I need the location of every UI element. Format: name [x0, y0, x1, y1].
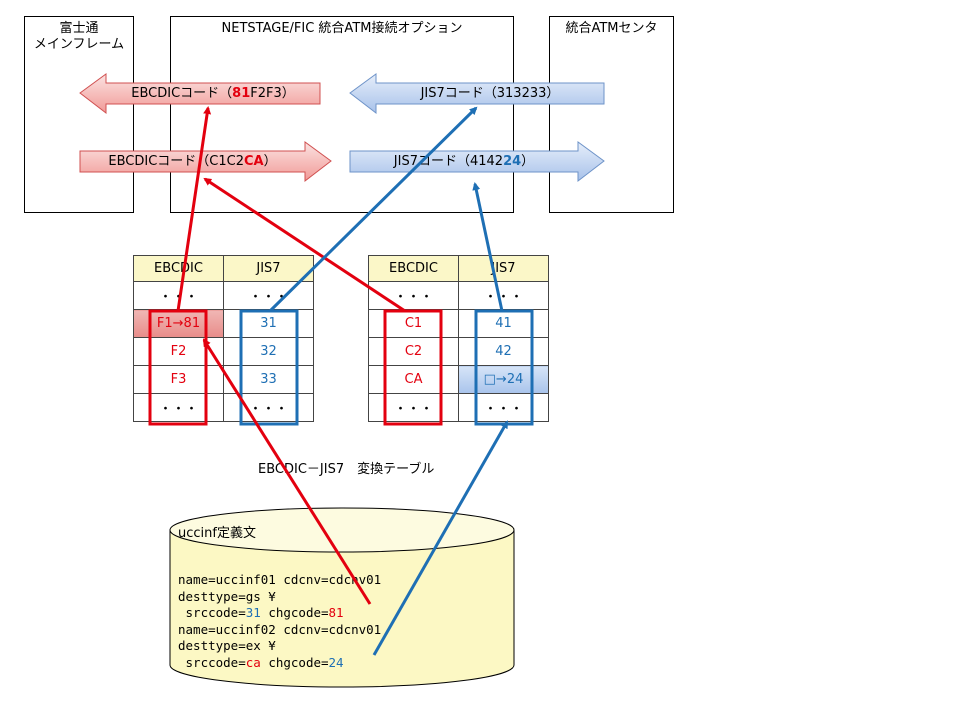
- statement-code: name=uccinf01 cdcnv=cdcnv01 desttype=gs …: [178, 572, 382, 670]
- jis-out-label: JIS7コード（414224）: [393, 154, 535, 169]
- table-header-jis7: JIS7: [223, 255, 314, 282]
- table-row: F1→81 31: [133, 309, 314, 338]
- jis-in-label: JIS7コード（313233）: [420, 86, 560, 101]
- table-row: C1 41: [368, 309, 549, 338]
- table-caption: EBCDIC－JIS7 変換テーブル: [258, 462, 435, 477]
- table-header-ebcdic: EBCDIC: [368, 255, 459, 282]
- statement-title: uccinf定義文: [178, 526, 256, 541]
- table-row: ・・・ ・・・: [368, 393, 549, 422]
- option-title: NETSTAGE/FIC 統合ATM接続オプション: [221, 21, 463, 36]
- table-row: F2 32: [133, 337, 314, 366]
- table-row: ・・・ ・・・: [133, 393, 314, 422]
- center-title: 統合ATMセンタ: [565, 21, 658, 36]
- table-row: ・・・ ・・・: [133, 281, 314, 310]
- table-header-ebcdic: EBCDIC: [133, 255, 224, 282]
- ebcdic-in-label: EBCDICコード（81F2F3）: [131, 86, 295, 101]
- conversion-table-right: EBCDIC JIS7 ・・・ ・・・ C1 41 C2 42 CA □→24 …: [368, 255, 549, 422]
- center-box: 統合ATMセンタ: [549, 16, 674, 213]
- table-row: C2 42: [368, 337, 549, 366]
- table-row: CA □→24: [368, 365, 549, 394]
- ebcdic-in-arrow: [79, 73, 321, 115]
- mainframe-box: 富士通 メインフレーム: [24, 16, 134, 213]
- table-row: F3 33: [133, 365, 314, 394]
- mainframe-title: 富士通 メインフレーム: [33, 21, 125, 52]
- ebcdic-out-label: EBCDICコード（C1C2CA）: [108, 154, 277, 169]
- table-row: ・・・ ・・・: [368, 281, 549, 310]
- conversion-table-left: EBCDIC JIS7 ・・・ ・・・ F1→81 31 F2 32 F3 33…: [133, 255, 314, 422]
- table-header-jis7: JIS7: [458, 255, 549, 282]
